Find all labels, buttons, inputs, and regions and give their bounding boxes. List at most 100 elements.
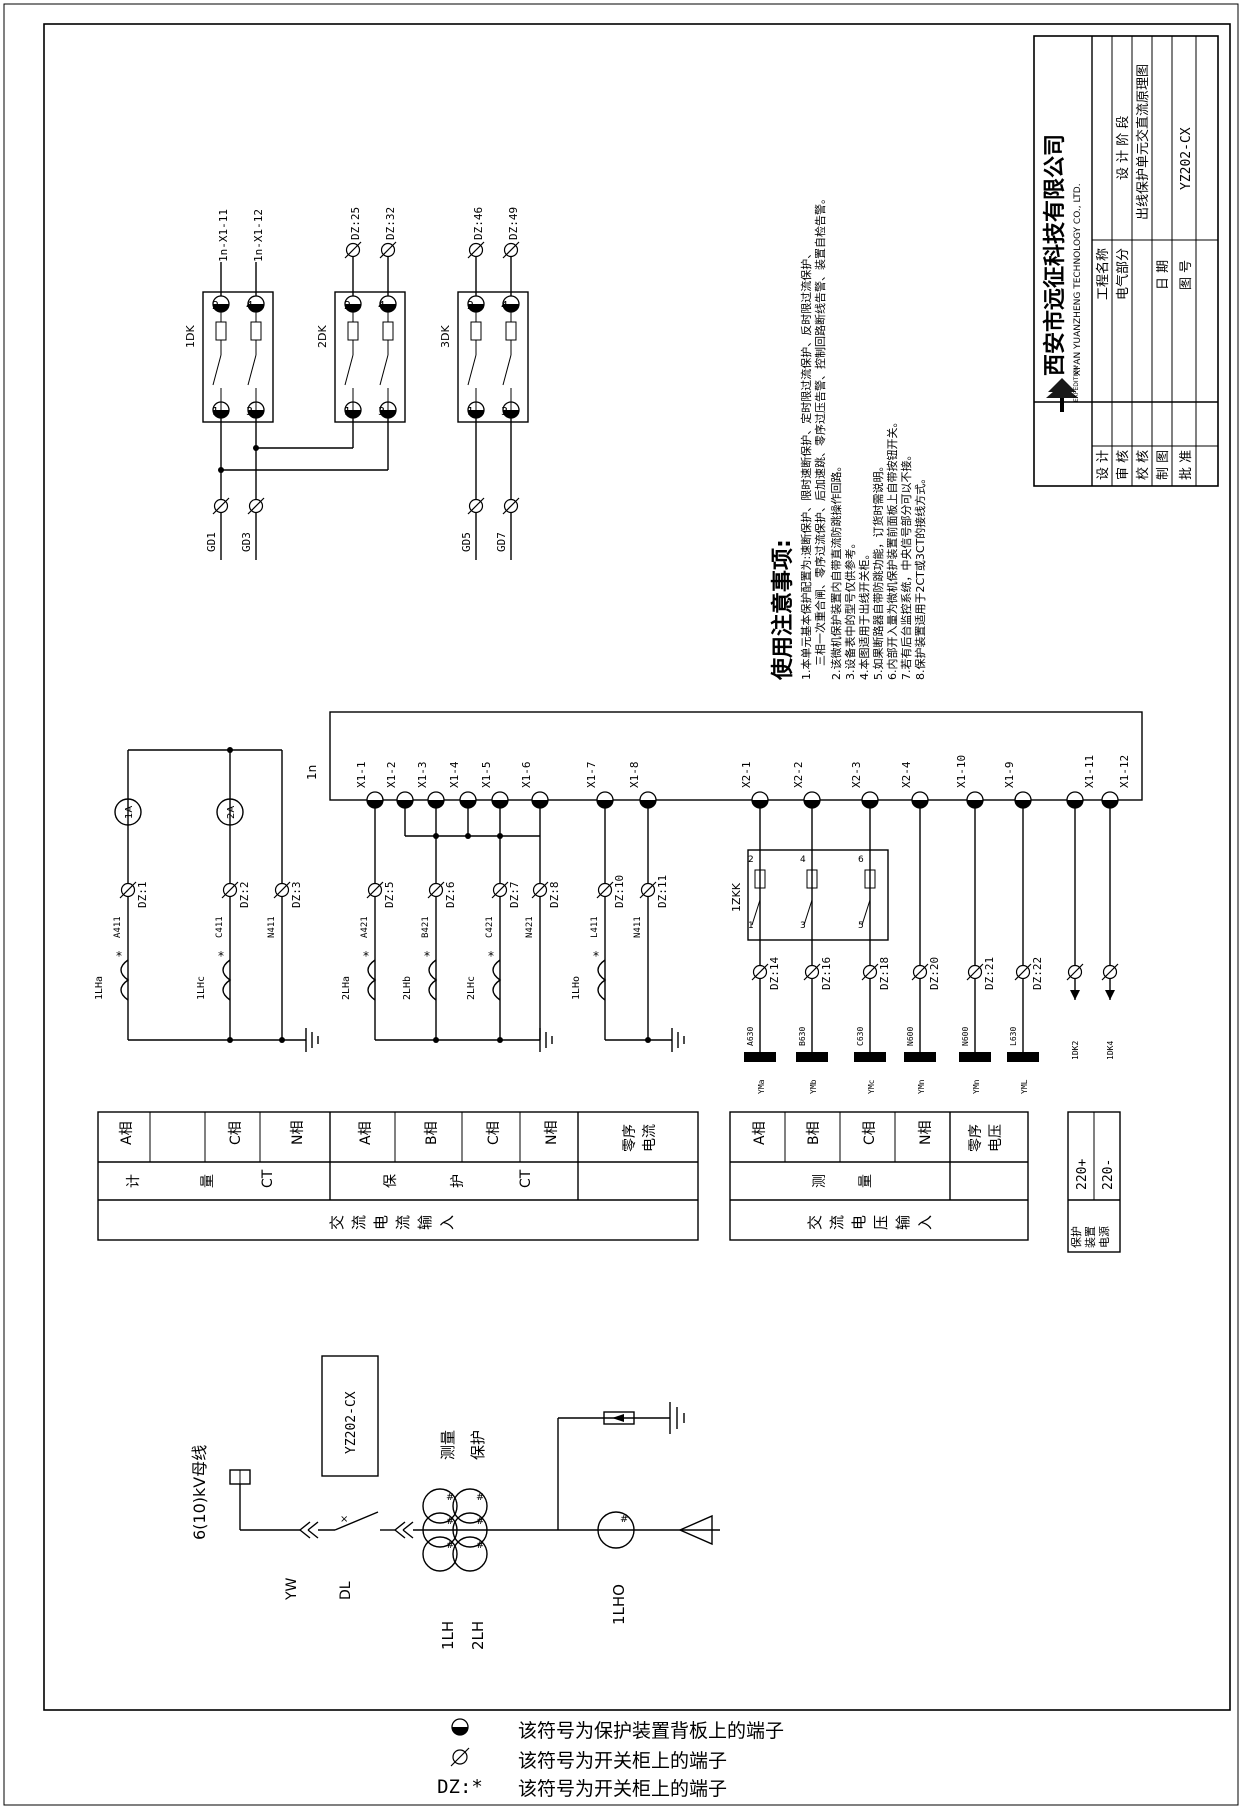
svg-text:压: 压 bbox=[872, 1215, 890, 1230]
svg-text:保护: 保护 bbox=[1069, 1226, 1083, 1248]
svg-text:1: 1 bbox=[467, 405, 474, 418]
svg-text:X1-8: X1-8 bbox=[628, 762, 641, 789]
svg-text:X2-1: X2-1 bbox=[740, 762, 753, 789]
svg-text:*: * bbox=[488, 949, 494, 963]
svg-text:DZ:18: DZ:18 bbox=[878, 957, 891, 990]
svg-text:C411: C411 bbox=[215, 916, 225, 938]
note-line: 8.保护装置适用于2CT或3CT的接线方式。 bbox=[913, 473, 927, 680]
svg-text:A421: A421 bbox=[360, 916, 370, 938]
svg-text:#: # bbox=[476, 1516, 484, 1527]
title-block: EXPEDITION 西安市远征科技有限公司 XI'AN YUANZHENG T… bbox=[1033, 35, 1219, 487]
switch-1zkk bbox=[747, 849, 889, 941]
svg-text:X1-7: X1-7 bbox=[585, 762, 598, 789]
svg-text:B421: B421 bbox=[421, 916, 431, 938]
svg-text:电源: 电源 bbox=[1097, 1226, 1111, 1248]
svg-text:护: 护 bbox=[450, 1174, 466, 1188]
ct-coil bbox=[222, 959, 232, 1001]
svg-text:N相: N相 bbox=[918, 1121, 934, 1145]
supply-terminal: GD1 bbox=[205, 532, 218, 552]
svg-text:输: 输 bbox=[416, 1215, 434, 1230]
svg-text:流: 流 bbox=[394, 1215, 412, 1230]
svg-text:量: 量 bbox=[858, 1174, 874, 1188]
svg-text:YML: YML bbox=[1020, 1079, 1029, 1094]
voltage-circuit: 1ZKK 1 2 3 4 5 6 DZ:14 DZ:16 DZ:18 DZ:20 bbox=[730, 808, 1119, 1094]
svg-text:DZ:21: DZ:21 bbox=[983, 957, 996, 990]
bus-label: 6(10)kV母线 bbox=[190, 1445, 209, 1540]
svg-text:X1-5: X1-5 bbox=[480, 762, 493, 789]
svg-text:#: # bbox=[476, 1540, 484, 1551]
svg-text:DZ:14: DZ:14 bbox=[768, 957, 781, 990]
switch-label: 2DK bbox=[316, 325, 329, 348]
role-review: 审 核 bbox=[1116, 450, 1131, 480]
svg-text:电压: 电压 bbox=[988, 1124, 1004, 1152]
svg-text:零序: 零序 bbox=[622, 1124, 638, 1152]
svg-text:DZ:22: DZ:22 bbox=[1031, 957, 1044, 990]
svg-text:3: 3 bbox=[501, 405, 508, 418]
output-label: DZ:49 bbox=[507, 207, 520, 240]
svg-text:量: 量 bbox=[200, 1174, 216, 1188]
svg-text:×: × bbox=[340, 1514, 348, 1525]
svg-text:DZ:1: DZ:1 bbox=[136, 882, 149, 909]
ammeter-2a: 2A bbox=[226, 806, 237, 819]
svg-text:计: 计 bbox=[126, 1174, 142, 1188]
svg-text:B相: B相 bbox=[424, 1121, 440, 1145]
metering-circuit: 1A 2A DZ:1 DZ:2 DZ:3 A411 C411 N411 * * … bbox=[94, 747, 319, 1052]
svg-text:*: * bbox=[116, 949, 122, 963]
note-line: 三相一次重合闸、零序过流保护、后加速跳、零序过压告警、控制回路断线告警、装置自检… bbox=[813, 193, 827, 666]
svg-text:N411: N411 bbox=[633, 916, 643, 938]
svg-text:DZ:16: DZ:16 bbox=[820, 957, 833, 990]
svg-text:C相: C相 bbox=[486, 1121, 502, 1145]
model-box bbox=[321, 1355, 379, 1477]
svg-text:220+: 220+ bbox=[1075, 1159, 1090, 1190]
svg-text:X1-9: X1-9 bbox=[1003, 762, 1016, 789]
svg-text:#: # bbox=[476, 1492, 484, 1503]
svg-text:保: 保 bbox=[383, 1174, 399, 1188]
svg-text:1DK2: 1DK2 bbox=[1071, 1041, 1080, 1060]
supply-terminal: GD3 bbox=[240, 532, 253, 552]
svg-text:4: 4 bbox=[246, 299, 253, 312]
svg-text:#: # bbox=[620, 1514, 628, 1525]
stage-label: 设 计 阶 段 bbox=[1116, 116, 1131, 180]
svg-text:B630: B630 bbox=[798, 1027, 807, 1046]
svg-text:*: * bbox=[424, 949, 430, 963]
ammeter-1a: 1A bbox=[124, 806, 135, 819]
legend-row: 该符号为保护装置背板上的端子 bbox=[420, 1716, 784, 1742]
device-terminals: X1-1 X1-2 X1-3 X1-4 X1-5 X1-6 X1-7 X1-8 … bbox=[355, 755, 1131, 809]
switch-label: 1DK bbox=[184, 325, 197, 348]
svg-text:A411: A411 bbox=[113, 916, 123, 938]
svg-text:3: 3 bbox=[800, 921, 806, 931]
drawing-title: 出线保护单元交直流原理图 bbox=[1135, 64, 1151, 220]
svg-text:X1-10: X1-10 bbox=[955, 755, 968, 788]
svg-text:A630: A630 bbox=[746, 1027, 755, 1046]
svg-text:X1-6: X1-6 bbox=[520, 762, 533, 789]
company-name: 西安市远征科技有限公司 bbox=[1042, 134, 1068, 376]
svg-text:2LHb: 2LHb bbox=[402, 976, 413, 1000]
svg-text:YMn: YMn bbox=[972, 1079, 981, 1094]
svg-text:DZ:20: DZ:20 bbox=[928, 957, 941, 990]
usage-notes: 使用注意事项: 1.本单元基本保护配置为:速断保护、限时速断保护、定时限过流保护… bbox=[770, 193, 927, 681]
svg-text:N600: N600 bbox=[906, 1027, 915, 1046]
svg-text:2LH: 2LH bbox=[469, 1621, 487, 1650]
svg-text:C相: C相 bbox=[862, 1121, 878, 1145]
svg-text:2LHc: 2LHc bbox=[466, 976, 477, 1000]
svg-text:L411: L411 bbox=[590, 916, 600, 938]
section-label: 电气部分 bbox=[1115, 248, 1131, 300]
svg-text:5: 5 bbox=[858, 921, 864, 931]
svg-text:入: 入 bbox=[438, 1215, 456, 1230]
svg-text:电: 电 bbox=[850, 1215, 868, 1230]
svg-text:C相: C相 bbox=[228, 1121, 244, 1145]
svg-text:X1-1: X1-1 bbox=[355, 762, 368, 789]
svg-text:C421: C421 bbox=[485, 916, 495, 938]
inner-frame bbox=[43, 23, 1231, 1711]
svg-text:*: * bbox=[218, 949, 224, 963]
svg-text:3: 3 bbox=[378, 405, 385, 418]
svg-text:*: * bbox=[363, 949, 369, 963]
svg-text:X2-4: X2-4 bbox=[900, 761, 913, 788]
svg-text:1: 1 bbox=[212, 405, 219, 418]
svg-text:DZ:11: DZ:11 bbox=[656, 875, 669, 908]
svg-text:1: 1 bbox=[748, 921, 754, 931]
svg-text:YMn: YMn bbox=[917, 1079, 926, 1094]
switch-label: 3DK bbox=[439, 325, 452, 348]
svg-text:N421: N421 bbox=[525, 916, 535, 938]
